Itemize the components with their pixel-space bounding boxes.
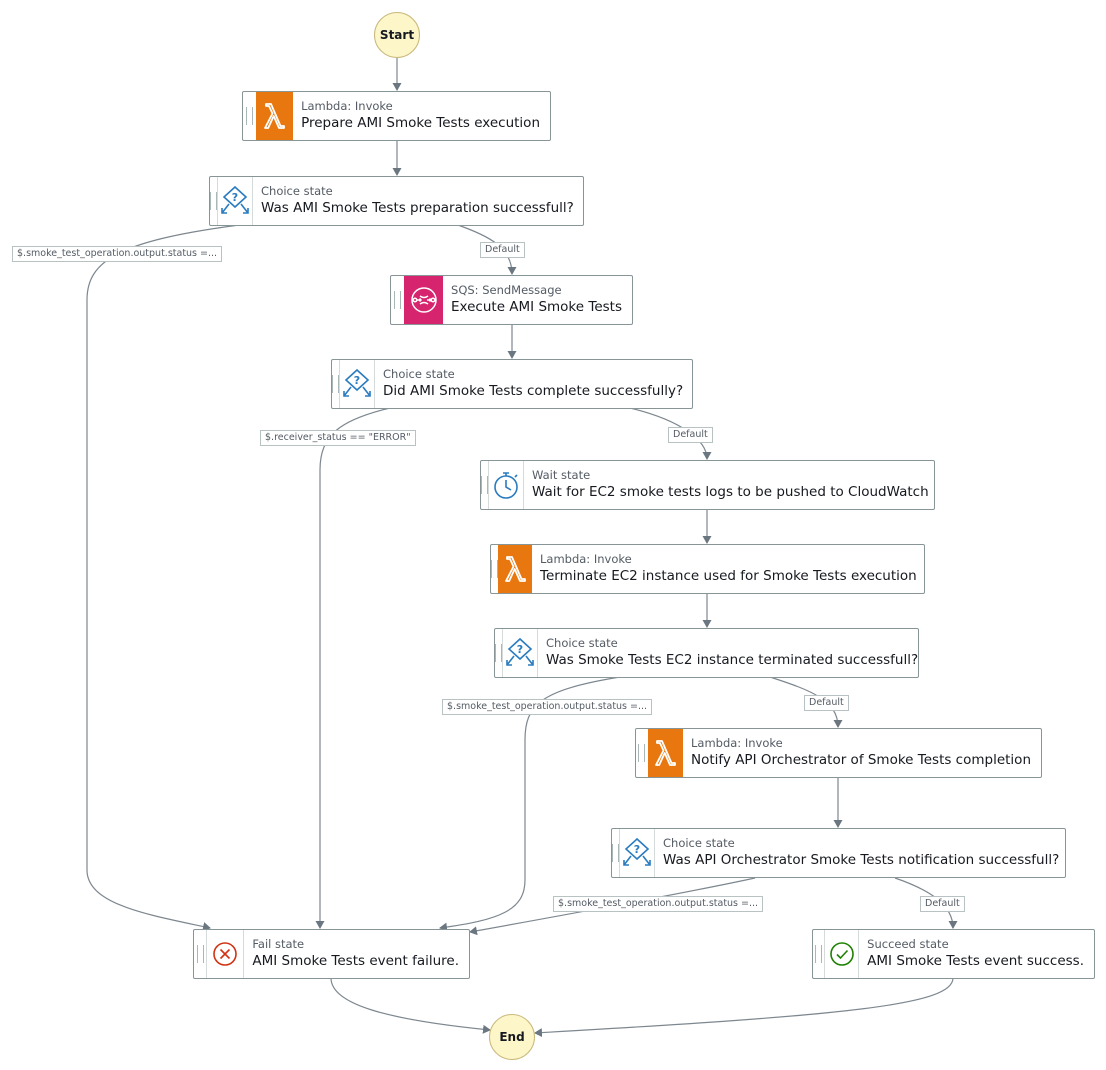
edge-label-n9-fail[interactable]: $.smoke_test_operation.output.status =..… (553, 896, 764, 912)
end-terminal[interactable]: End (489, 1014, 535, 1060)
state-type-label: Wait state (532, 468, 591, 482)
state-execute-smoke-tests[interactable]: SQS: SendMessage Execute AMI Smoke Tests (390, 275, 633, 325)
edge-label-n2-default[interactable]: Default (480, 242, 525, 258)
drag-handle[interactable] (243, 92, 256, 140)
state-title: AMI Smoke Tests event success. (867, 953, 1084, 969)
fail-x-icon (206, 930, 245, 978)
drag-handle[interactable] (210, 177, 217, 225)
state-type-label: Choice state (383, 367, 455, 381)
edge-n2-fail (86, 223, 248, 931)
state-type-label: Choice state (261, 184, 333, 198)
state-type-label: SQS: SendMessage (451, 283, 562, 297)
choice-icon: ? (339, 360, 375, 408)
drag-handle[interactable] (612, 829, 619, 877)
sqs-icon (404, 276, 444, 324)
state-title: Notify API Orchestrator of Smoke Tests c… (691, 752, 1031, 768)
drag-handle[interactable] (391, 276, 404, 324)
state-title: Was API Orchestrator Smoke Tests notific… (663, 852, 1060, 868)
drag-handle[interactable] (332, 360, 339, 408)
state-title: Was AMI Smoke Tests preparation successf… (261, 200, 574, 216)
drag-handle[interactable] (813, 930, 824, 978)
state-type-label: Lambda: Invoke (301, 99, 393, 113)
state-type-label: Choice state (663, 836, 735, 850)
svg-text:?: ? (634, 843, 640, 856)
edge-label-n4-fail[interactable]: $.receiver_status == "ERROR" (260, 430, 416, 446)
state-title: Wait for EC2 smoke tests logs to be push… (532, 484, 929, 500)
start-terminal[interactable]: Start (374, 12, 420, 58)
drag-handle[interactable] (495, 629, 502, 677)
state-notify-orchestrator[interactable]: Lambda: Invoke Notify API Orchestrator o… (635, 728, 1042, 778)
edge-label-n7-fail[interactable]: $.smoke_test_operation.output.status =..… (442, 699, 653, 715)
svg-text:?: ? (517, 643, 523, 656)
edge-succeed-end (534, 977, 954, 1038)
edge-label-n7-default[interactable]: Default (804, 695, 849, 711)
state-title: Did AMI Smoke Tests complete successfull… (383, 383, 684, 399)
state-type-label: Choice state (546, 636, 618, 650)
choice-icon: ? (502, 629, 538, 677)
choice-icon: ? (619, 829, 655, 877)
drag-handle[interactable] (481, 461, 488, 509)
edge-label-n2-fail[interactable]: $.smoke_test_operation.output.status =..… (12, 246, 223, 262)
state-type-label: Lambda: Invoke (691, 736, 783, 750)
stopwatch-icon (488, 461, 524, 509)
drag-handle[interactable] (194, 930, 206, 978)
edge-fail-end (330, 977, 491, 1034)
edge-label-n4-default[interactable]: Default (668, 427, 713, 443)
state-prepare-smoke-tests[interactable]: Lambda: Invoke Prepare AMI Smoke Tests e… (242, 91, 551, 141)
state-notification-choice[interactable]: ? Choice state Was API Orchestrator Smok… (611, 828, 1066, 878)
lambda-icon (498, 545, 532, 593)
edge-n4-fail (315, 407, 391, 929)
state-title: Execute AMI Smoke Tests (451, 299, 622, 315)
state-termination-choice[interactable]: ? Choice state Was Smoke Tests EC2 insta… (494, 628, 919, 678)
state-type-label: Fail state (252, 937, 305, 951)
state-type-label: Lambda: Invoke (540, 552, 632, 566)
drag-handle[interactable] (491, 545, 498, 593)
state-title: Prepare AMI Smoke Tests execution (301, 115, 540, 131)
state-title: AMI Smoke Tests event failure. (252, 953, 459, 969)
state-completion-choice[interactable]: ? Choice state Did AMI Smoke Tests compl… (331, 359, 693, 409)
svg-text:?: ? (232, 191, 238, 204)
checkmark-icon (824, 930, 860, 978)
state-fail[interactable]: Fail state AMI Smoke Tests event failure… (193, 929, 470, 979)
lambda-icon (647, 729, 683, 777)
state-title: Was Smoke Tests EC2 instance terminated … (546, 652, 919, 668)
state-wait-for-logs[interactable]: Wait state Wait for EC2 smoke tests logs… (480, 460, 935, 510)
svg-text:?: ? (354, 374, 360, 387)
state-succeed[interactable]: Succeed state AMI Smoke Tests event succ… (812, 929, 1095, 979)
choice-icon: ? (217, 177, 253, 225)
drag-handle[interactable] (636, 729, 648, 777)
edge-label-n9-default[interactable]: Default (920, 896, 965, 912)
state-type-label: Succeed state (867, 937, 949, 951)
lambda-icon (255, 92, 294, 140)
state-title: Terminate EC2 instance used for Smoke Te… (540, 568, 917, 584)
state-preparation-choice[interactable]: ? Choice state Was AMI Smoke Tests prepa… (209, 176, 584, 226)
state-terminate-ec2[interactable]: Lambda: Invoke Terminate EC2 instance us… (490, 544, 925, 594)
